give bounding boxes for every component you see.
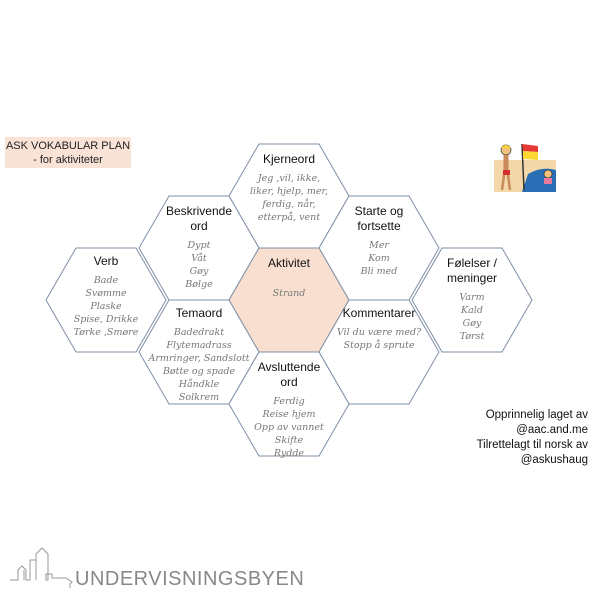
hex-title: Kommentarer [321,306,437,321]
vocabulary-word: Bli med [360,266,398,277]
hex-words: Jeg ,vil, ikke, liker, hjelp, mer, ferdig,… [231,172,347,224]
credit-handle: @askushaug [520,454,588,466]
vocabulary-word: Svømme [85,288,127,299]
vocabulary-word: Badedrakt [173,327,225,338]
hex-title-line: Kjerneord [262,152,316,166]
vocabulary-word: etterpå, vent [257,212,321,223]
credit-line: Tilrettelagt til norsk av [476,439,588,451]
vocabulary-word: Mer [369,240,389,251]
hex-title-line: Avsluttende [257,360,321,374]
hex-title: Temaord [141,306,257,321]
vocabulary-word: Kom [368,253,390,264]
hex-title: Aktivitet [231,256,347,271]
hex-title-line: Starte og [354,204,404,218]
vocabulary-word: Opp av vannet [254,422,324,433]
beach-pictogram-icon [494,140,556,192]
vocabulary-word: Armringer, Sandslott [148,353,250,364]
vocabulary-word: Tørst [459,331,485,342]
credit-line: Opprinnelig laget av [485,409,588,421]
vocabulary-word: Strand [272,288,306,299]
vocabulary-word: Reise hjem [262,409,316,420]
vocabulary-word: Vil du være med? [336,327,422,338]
hex-words: Vil du være med? Stopp å sprute [321,326,437,352]
hex-title-line: Følelser / [446,256,497,270]
hexagon-verb [45,247,167,353]
vocabulary-word: liker, hjelp, mer, [250,186,328,197]
vocabulary-word: Våt [191,253,207,264]
vocabulary-word: Gøy [462,318,482,329]
hex-title-line: Beskrivende [165,204,233,218]
credits: Opprinnelig laget av @aac.and.me Tilrett… [477,408,588,468]
vocabulary-word: Bølge [185,279,213,290]
vocabulary-word: Jeg ,vil, ikke, [257,173,321,184]
hex-title-line: Temaord [175,306,223,320]
vocabulary-word: Skifte [274,435,304,446]
vocabulary-word: Solkrem [178,392,220,403]
hex-title-line: ord [190,219,208,233]
vocabulary-word: ferdig, når, [262,199,316,210]
hex-title-line: ord [280,375,298,389]
logo-text: UNDERVISNINGSBYEN [75,568,305,590]
vocabulary-word: Tørke ,Smøre [73,327,139,338]
hexagon-avsluttende [228,351,350,457]
vocabulary-word: Spise, Drikke [73,314,139,325]
hex-words: Strand [231,287,347,300]
title-line1: ASK VOKABULAR PLAN [5,140,131,152]
credit-handle: @aac.and.me [516,424,588,436]
vocabulary-word: Bade [93,275,119,286]
vocabulary-word: Håndkle [178,379,220,390]
hex-title: Verb [48,254,164,269]
vocabulary-word: Gøy [189,266,209,277]
vocabulary-word: Ferdig [273,396,305,407]
hex-title-line: Aktivitet [267,256,310,270]
hex-title-line: meninger [446,271,498,285]
vocabulary-word: Kald [461,305,483,316]
title-box: ASK VOKABULAR PLAN - for aktiviteter [5,137,131,168]
vocabulary-word: Flytemadrass [166,340,232,351]
vocabulary-word: Rydde [273,448,305,459]
hex-title: Følelser /meninger [414,256,530,286]
vocabulary-word: Dypt [187,240,211,251]
vocabulary-word: Stopp å sprute [343,340,415,351]
hex-title-line: Kommentarer [342,306,416,320]
hex-title-line: fortsette [357,219,401,233]
city-skyline-logo-icon [10,547,73,588]
vocabulary-word: Varm [459,292,485,303]
hexagon-folelser [411,247,533,353]
hex-title-line: Verb [93,254,119,268]
vocabulary-word: Bøtte og spade [162,366,236,377]
hex-title: Kjerneord [231,152,347,167]
vocabulary-word: Plaske [90,301,122,312]
title-line2: - for aktiviteter [33,154,103,166]
